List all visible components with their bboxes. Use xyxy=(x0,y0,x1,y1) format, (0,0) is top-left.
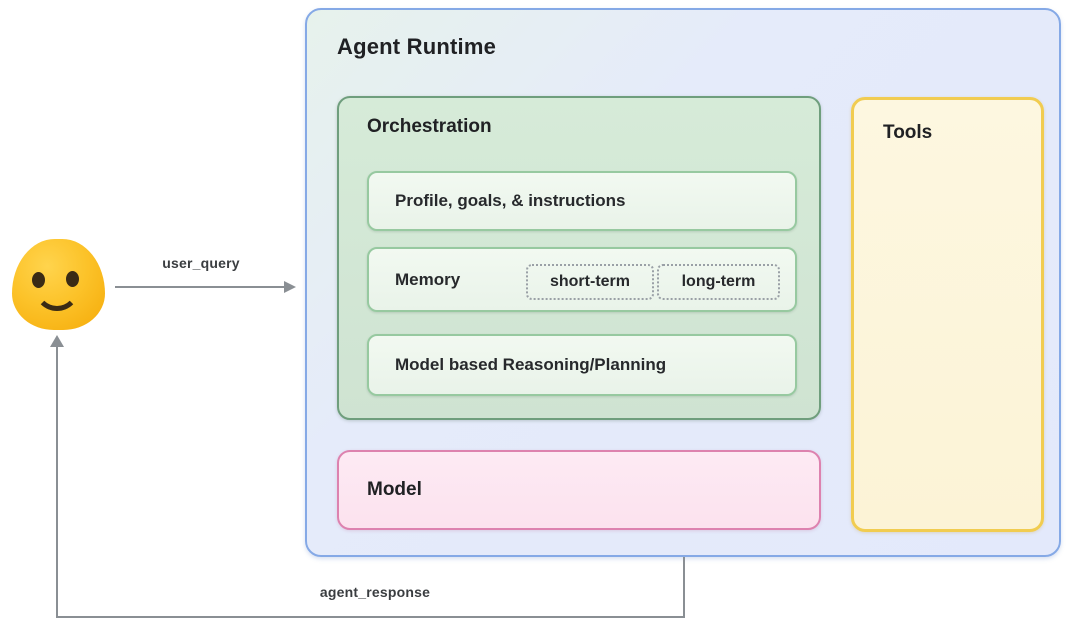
model-box: Model xyxy=(337,450,821,530)
memory-box: Memory short-term long-term xyxy=(367,247,797,312)
agent-response-line-down xyxy=(683,557,685,618)
agent-response-line-bottom xyxy=(56,616,685,618)
reasoning-planning-label: Model based Reasoning/Planning xyxy=(395,355,667,374)
user-query-arrow-line xyxy=(115,286,285,288)
reasoning-planning-box: Model based Reasoning/Planning xyxy=(367,334,797,396)
orchestration-title: Orchestration xyxy=(367,116,492,137)
profile-goals-instructions-box: Profile, goals, & instructions xyxy=(367,171,797,231)
orchestration-box: Orchestration Profile, goals, & instruct… xyxy=(337,96,821,420)
short-term-memory-chip: short-term xyxy=(526,264,654,300)
tools-label: Tools xyxy=(883,122,933,143)
tools-box: Tools xyxy=(851,97,1044,532)
user-query-label: user_query xyxy=(162,255,240,271)
user-smiley-icon xyxy=(12,239,105,330)
agent-response-arrowhead-icon xyxy=(50,335,64,347)
user-query-arrowhead-icon xyxy=(284,281,296,293)
agent-runtime-title: Agent Runtime xyxy=(337,34,497,59)
agent-response-line-up xyxy=(56,346,58,618)
profile-goals-instructions-label: Profile, goals, & instructions xyxy=(395,191,626,210)
memory-label: Memory xyxy=(395,269,461,289)
emoji-smile xyxy=(34,265,80,311)
agent-response-label: agent_response xyxy=(319,584,431,600)
long-term-memory-chip: long-term xyxy=(657,264,780,300)
model-label: Model xyxy=(367,479,422,500)
agent-runtime-box: Agent Runtime Orchestration Profile, goa… xyxy=(305,8,1061,557)
